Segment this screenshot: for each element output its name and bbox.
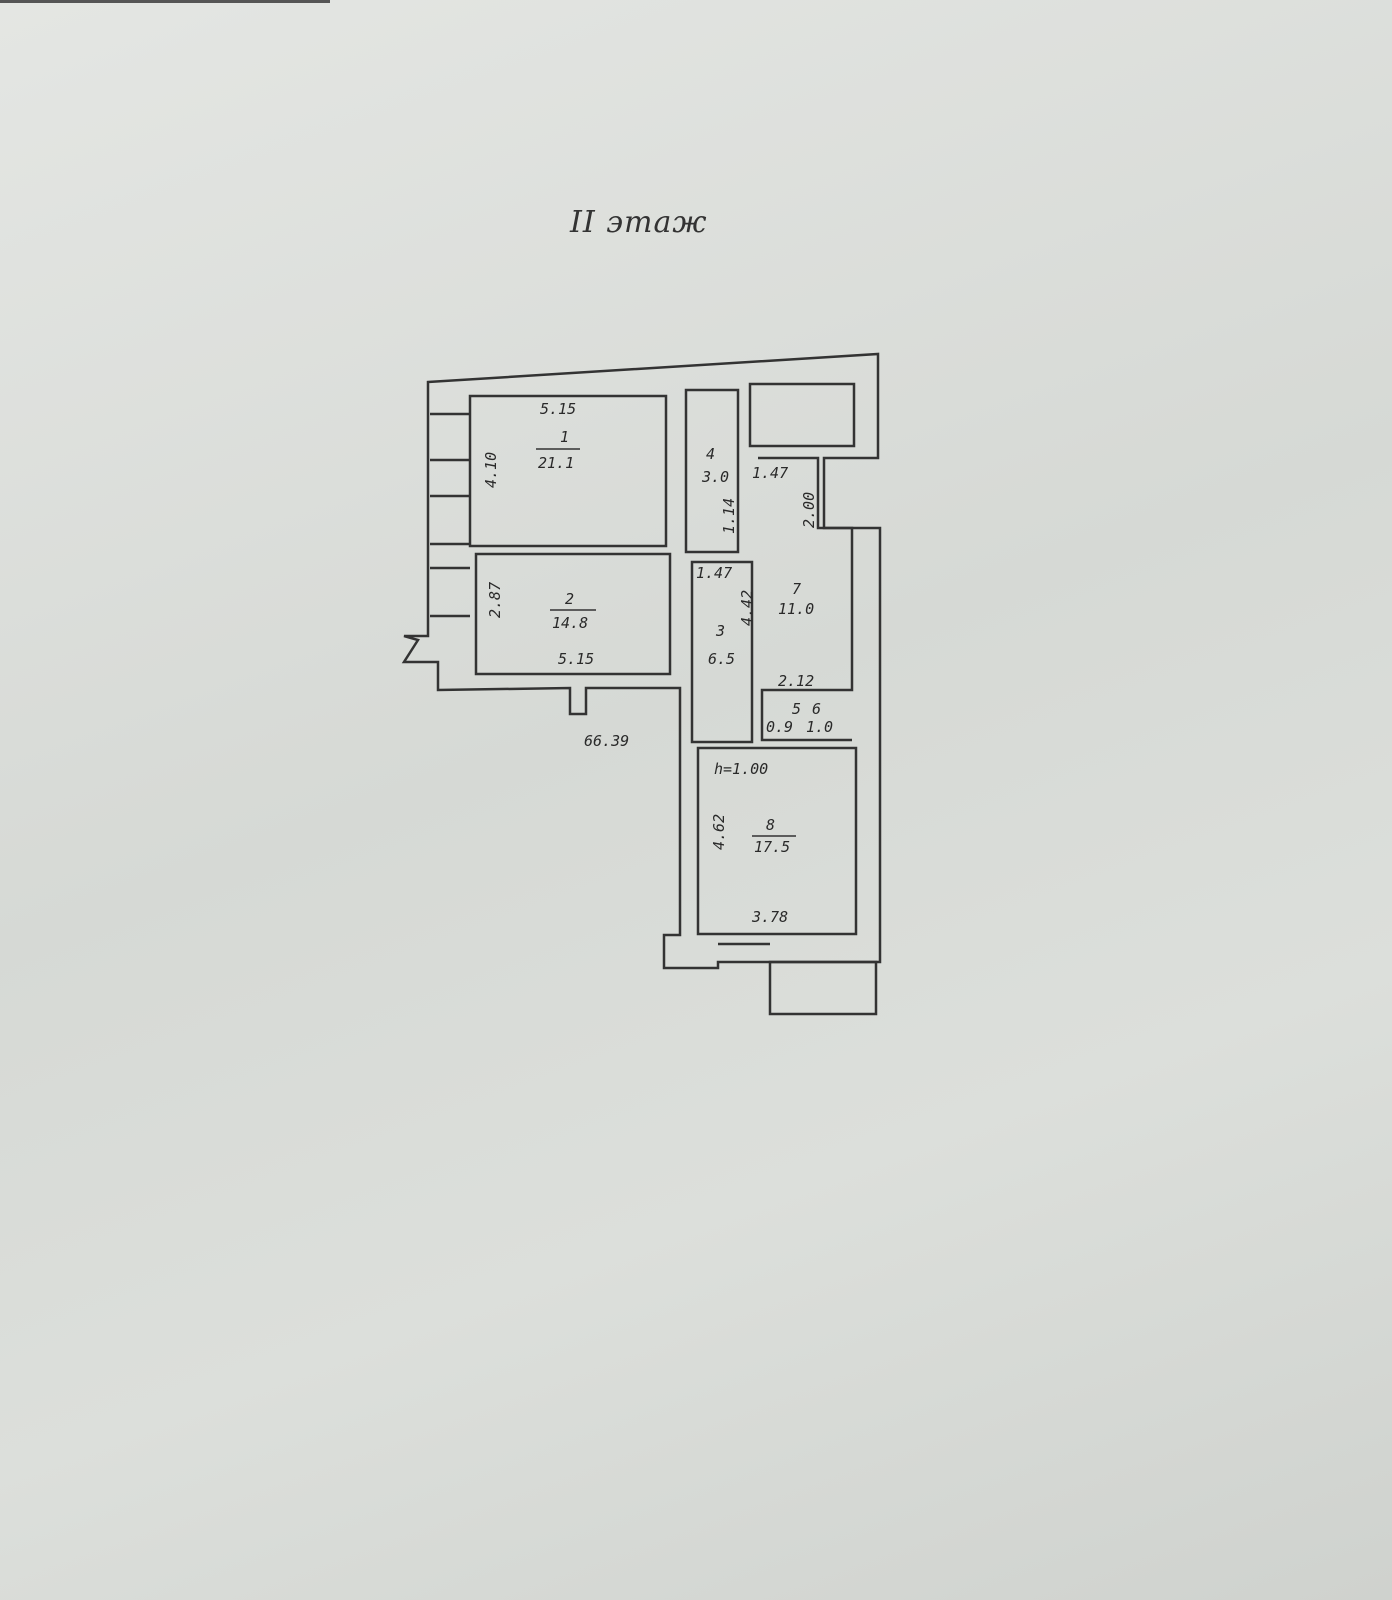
floor-title: II этаж [570,205,708,240]
room-8-depth: 4.62 [710,814,728,850]
stair-outline [748,382,856,448]
room-3-outline [690,560,754,744]
room-1-area: 21.1 [538,454,574,472]
room-7-dim: 2.12 [778,672,814,690]
room-8-area: 17.5 [754,838,790,856]
room-2-number: 2 [565,590,574,608]
room-3-width: 1.47 [696,564,732,582]
room-1-outline [468,394,668,548]
room-2-width: 5.15 [558,650,594,668]
room-4-area: 3.0 [701,468,729,486]
walls [401,352,882,1016]
room-2-outline [474,552,672,676]
room-2-area: 14.8 [552,614,588,632]
room-7-outline [758,456,854,742]
room-6-area: 1.0 [806,718,833,736]
page-edge [0,0,330,3]
room-8-outline [696,746,858,936]
room-3-depth: 4.42 [738,590,756,626]
room-2-depth: 2.87 [486,582,504,618]
room-7-area: 11.0 [778,600,814,618]
room-7-number: 7 [792,580,801,598]
room-5-number: 5 [792,700,801,718]
room-1-number: 1 [560,428,569,446]
room-8-height-note: h=1.00 [714,760,768,778]
room-7-depth: 2.00 [800,492,818,528]
room-8-width: 3.78 [751,908,788,926]
room-3-number: 3 [715,622,725,640]
room-4-dim: 1.14 [720,498,738,534]
room-7-width: 1.47 [752,464,788,482]
room-4-number: 4 [706,445,715,463]
room-1-width: 5.15 [540,400,576,418]
room-4-outline [684,388,740,554]
total-area: 66.39 [584,732,629,750]
labels: 5.15 1 21.1 4.10 2 14.8 5.15 2.87 4 3.0 … [482,400,833,926]
room-1-depth: 4.10 [482,452,500,488]
room-3-area: 6.5 [708,650,735,668]
room-8-number: 8 [766,816,775,834]
balcony-outline [768,960,878,1016]
room-6-number: 6 [812,700,821,718]
room-5-area: 0.9 [766,718,793,736]
